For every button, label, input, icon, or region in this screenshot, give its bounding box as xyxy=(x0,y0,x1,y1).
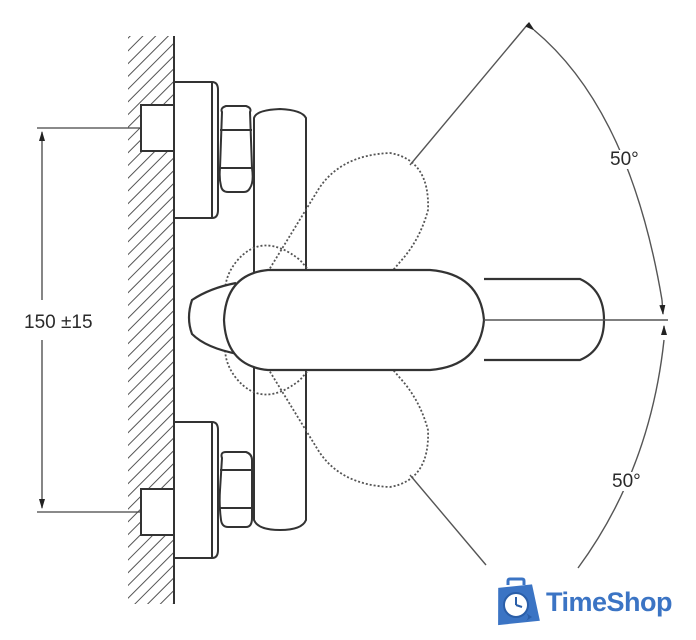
angle-up-label: 50° xyxy=(610,149,639,170)
dimension-mount-spacing-label: 150 ±15 xyxy=(24,312,93,333)
clock-bag-icon xyxy=(498,577,540,626)
angle-down-label: 50° xyxy=(612,471,641,492)
bottom-mounting-assembly xyxy=(140,421,253,559)
logo-brand-text: TimeShop xyxy=(546,586,673,617)
top-mounting-assembly xyxy=(140,81,254,219)
dimension-mount-spacing xyxy=(37,127,142,513)
timeshop-logo: TimeShop xyxy=(492,574,673,630)
angle-dimension xyxy=(409,21,668,569)
